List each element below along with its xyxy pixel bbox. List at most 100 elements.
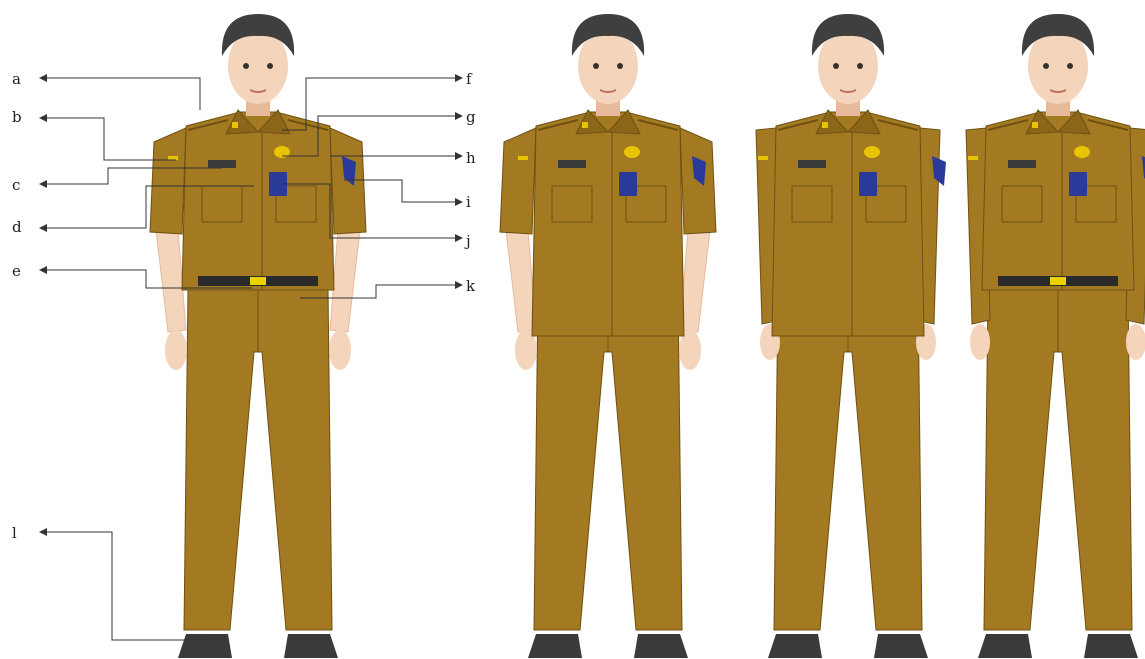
- right-epaulette: [1087, 119, 1129, 131]
- left-shoe: [768, 634, 822, 658]
- name-tag: [558, 160, 586, 168]
- leader-j: [282, 183, 463, 242]
- belt-buckle: [1050, 277, 1066, 285]
- label-f: f: [466, 70, 473, 88]
- mouth: [839, 89, 857, 93]
- face: [578, 28, 638, 104]
- collar-pin: [582, 122, 588, 128]
- left-epaulette: [537, 119, 579, 131]
- right-collar: [606, 109, 641, 135]
- right-shoe: [284, 634, 338, 658]
- name-tag: [1008, 160, 1036, 168]
- label-h: h: [466, 149, 476, 167]
- left-epaulette: [187, 119, 229, 131]
- id-card: [619, 172, 637, 196]
- label-a: a: [12, 70, 21, 88]
- annotation-labels: a b c d e l f g h i j k: [12, 70, 476, 542]
- right-eye: [267, 63, 273, 69]
- hair: [1021, 14, 1095, 56]
- right-arm: [329, 229, 361, 333]
- figure-4: [965, 14, 1145, 658]
- figure-1: [149, 14, 367, 658]
- shoulder-patch: [692, 156, 706, 186]
- leader-e: [39, 266, 252, 289]
- shoulder-patch: [932, 156, 946, 186]
- leader-i: [344, 179, 463, 206]
- hair: [221, 14, 295, 56]
- mouth: [249, 89, 267, 93]
- label-k: k: [466, 277, 476, 295]
- right-hand: [329, 330, 351, 370]
- name-tag: [208, 160, 236, 168]
- leader-f: [282, 74, 463, 131]
- left-shoe: [178, 634, 232, 658]
- collar-pin: [822, 122, 828, 128]
- label-l: l: [12, 524, 17, 542]
- shirt: [181, 111, 335, 291]
- right-collar: [846, 109, 881, 135]
- label-j: j: [464, 232, 471, 250]
- left-hand: [515, 330, 537, 370]
- trousers: [183, 287, 333, 631]
- trousers: [773, 287, 923, 631]
- id-card: [269, 172, 287, 196]
- emblem: [274, 146, 290, 158]
- left-shoe: [978, 634, 1032, 658]
- right-epaulette: [287, 119, 329, 131]
- leader-c: [39, 167, 222, 188]
- label-e: e: [12, 262, 21, 280]
- left-epaulette: [987, 119, 1029, 131]
- id-card: [1069, 172, 1087, 196]
- hair: [571, 14, 645, 56]
- right-eye: [617, 63, 623, 69]
- leader-d: [39, 185, 254, 232]
- mouth: [1049, 89, 1067, 93]
- collar-pin: [1032, 122, 1038, 128]
- right-eye: [1067, 63, 1073, 69]
- left-eye: [593, 63, 599, 69]
- leader-b: [39, 114, 176, 161]
- right-pocket: [865, 185, 907, 223]
- name-tag: [798, 160, 826, 168]
- belt-buckle: [250, 277, 266, 285]
- shoulder-patch: [1142, 156, 1145, 179]
- figure-2: [499, 14, 717, 658]
- face: [1028, 28, 1088, 104]
- sleeve-stripe: [968, 156, 978, 160]
- right-hand: [1126, 324, 1145, 360]
- right-shoe: [634, 634, 688, 658]
- left-short-sleeve: [149, 127, 187, 235]
- left-eye: [1043, 63, 1049, 69]
- mouth: [599, 89, 617, 93]
- shoulder-patch: [342, 156, 356, 186]
- left-eye: [243, 63, 249, 69]
- left-eye: [833, 63, 839, 69]
- label-g: g: [466, 108, 476, 126]
- annotation-leaders: [39, 74, 463, 641]
- collar-pin: [232, 122, 238, 128]
- right-pocket: [625, 185, 667, 223]
- sleeve-stripe: [168, 156, 178, 160]
- right-arm: [679, 229, 711, 333]
- sleeve-stripe: [518, 156, 528, 160]
- right-epaulette: [637, 119, 679, 131]
- id-card: [859, 172, 877, 196]
- right-pocket: [275, 185, 317, 223]
- right-collar: [256, 109, 291, 135]
- figure-3: [755, 14, 946, 658]
- left-pocket: [791, 185, 833, 223]
- shirt: [771, 111, 925, 337]
- face: [818, 28, 878, 104]
- left-hand: [165, 330, 187, 370]
- left-pocket: [1001, 185, 1043, 223]
- emblem: [624, 146, 640, 158]
- emblem: [864, 146, 880, 158]
- right-hand: [679, 330, 701, 370]
- right-eye: [857, 63, 863, 69]
- left-epaulette: [777, 119, 819, 131]
- right-pocket: [1075, 185, 1117, 223]
- leader-a: [39, 74, 201, 110]
- face: [228, 28, 288, 104]
- sleeve-stripe: [758, 156, 768, 160]
